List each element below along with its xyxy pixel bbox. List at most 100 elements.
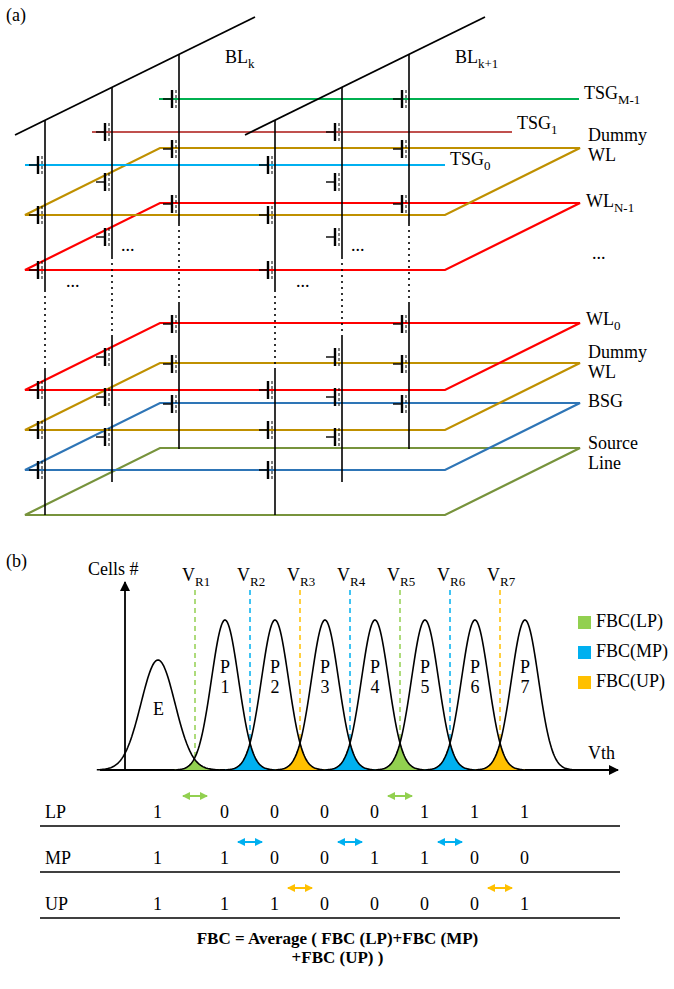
label-text: (b) bbox=[6, 551, 27, 571]
cell-channel bbox=[109, 428, 110, 446]
table-rule bbox=[40, 825, 620, 827]
tsg-line bbox=[92, 131, 512, 133]
y-axis bbox=[124, 582, 126, 770]
gate-stub bbox=[326, 356, 335, 357]
string-channel bbox=[274, 370, 276, 515]
label-text: 1 bbox=[270, 894, 279, 914]
subscript: R6 bbox=[450, 574, 465, 589]
label-text: BL bbox=[455, 47, 478, 67]
vth-distributions bbox=[97, 620, 574, 770]
cell-channel bbox=[406, 395, 407, 413]
string-channel bbox=[111, 257, 113, 337]
label-text: E bbox=[153, 699, 164, 719]
text-label: 1 bbox=[420, 803, 429, 823]
text-label: P 6 bbox=[468, 658, 482, 698]
string-channel bbox=[178, 54, 180, 224]
label-text: 1 bbox=[153, 802, 162, 822]
text-label: 1 bbox=[470, 803, 479, 823]
label-text: FBC = Average ( FBC (LP)+FBC (MP) +FBC (… bbox=[197, 929, 479, 967]
cell-channel bbox=[339, 123, 340, 141]
subscript: 1 bbox=[551, 122, 557, 137]
gate-stub bbox=[96, 436, 105, 437]
text-label: ... bbox=[351, 236, 365, 256]
subscript: 0 bbox=[614, 318, 620, 333]
label-text: Dummy WL bbox=[588, 125, 647, 165]
text-label: E bbox=[153, 700, 164, 720]
text-label: 0 bbox=[320, 895, 329, 915]
text-label: TSGM-1 bbox=[584, 84, 640, 107]
string-channel bbox=[44, 120, 46, 290]
dummy-wl-plane bbox=[25, 363, 580, 430]
text-label: P 7 bbox=[518, 658, 532, 698]
text-label: (b) bbox=[6, 552, 27, 572]
string-channel bbox=[111, 87, 113, 257]
label-text: V bbox=[182, 565, 195, 585]
label-text: 1 bbox=[520, 894, 529, 914]
text-label: FBC = Average ( FBC (LP)+FBC (MP) +FBC (… bbox=[180, 930, 495, 967]
cell-channel bbox=[176, 195, 177, 213]
label-text: 1 bbox=[153, 894, 162, 914]
subscript: 0 bbox=[484, 158, 490, 173]
cell-channel bbox=[42, 421, 43, 439]
label-text: V bbox=[287, 565, 300, 585]
text-label: 0 bbox=[220, 803, 229, 823]
text-label: 1 bbox=[370, 849, 379, 869]
text-label: BLk+1 bbox=[455, 48, 498, 71]
label-text: MP bbox=[45, 848, 71, 868]
wl-plane bbox=[25, 203, 580, 270]
subscript: R2 bbox=[250, 574, 265, 589]
label-text: LP bbox=[45, 802, 66, 822]
wl-plane bbox=[25, 323, 580, 390]
gate-stub bbox=[29, 269, 38, 270]
text-label: 1 bbox=[520, 895, 529, 915]
double-arrow bbox=[238, 841, 262, 843]
label-text: 0 bbox=[370, 894, 379, 914]
text-label: TSG1 bbox=[517, 114, 558, 137]
string-channel bbox=[408, 224, 410, 304]
tsg-line bbox=[159, 98, 579, 100]
cell-channel bbox=[272, 206, 273, 224]
cell-channel bbox=[339, 228, 340, 246]
text-label: 0 bbox=[270, 849, 279, 869]
gate-stub bbox=[393, 323, 402, 324]
table-rule bbox=[40, 917, 620, 919]
subscript: R4 bbox=[350, 574, 365, 589]
cell-channel bbox=[176, 90, 177, 108]
gate-stub bbox=[29, 469, 38, 470]
gate-stub bbox=[163, 363, 172, 364]
label-text: TSG bbox=[450, 149, 484, 169]
bit-flip-arrows bbox=[183, 796, 512, 888]
string-channel bbox=[341, 257, 343, 337]
select-lines bbox=[25, 99, 579, 165]
text-label: 0 bbox=[470, 895, 479, 915]
gate-stub bbox=[393, 148, 402, 149]
subscript: R1 bbox=[195, 574, 210, 589]
text-label: P 5 bbox=[418, 658, 432, 698]
cell-channel bbox=[176, 140, 177, 158]
gate-stub bbox=[96, 356, 105, 357]
text-label: VR6 bbox=[437, 566, 465, 589]
overlap-region bbox=[375, 743, 425, 770]
subscript: k+1 bbox=[478, 56, 498, 71]
text-label: ... bbox=[121, 236, 135, 256]
gate-stub bbox=[326, 181, 335, 182]
cell-channel bbox=[176, 315, 177, 333]
overlap-region bbox=[325, 743, 375, 770]
cell-channel bbox=[406, 355, 407, 373]
text-label: P 4 bbox=[368, 658, 382, 698]
text-label: 0 bbox=[370, 803, 379, 823]
text-label: ... bbox=[66, 272, 80, 292]
text-label: 1 bbox=[153, 895, 162, 915]
cell-channel bbox=[109, 348, 110, 366]
double-arrow bbox=[183, 795, 207, 797]
text-label: 1 bbox=[520, 803, 529, 823]
label-text: 0 bbox=[320, 802, 329, 822]
gate-stub bbox=[96, 236, 105, 237]
text-label: 1 bbox=[153, 849, 162, 869]
gate-stub bbox=[259, 389, 268, 390]
label-text: V bbox=[437, 565, 450, 585]
overlap-region bbox=[425, 743, 475, 770]
text-label: Vth bbox=[588, 744, 615, 764]
label-text: ... bbox=[296, 271, 310, 291]
